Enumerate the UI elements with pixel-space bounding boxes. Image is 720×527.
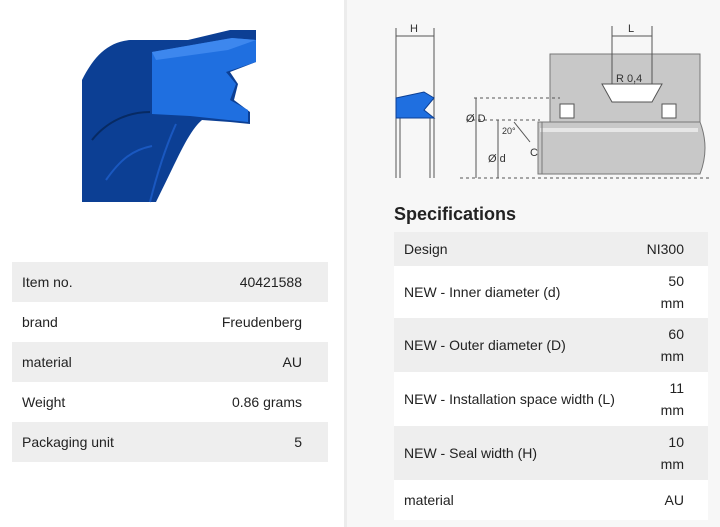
spec-label: NEW - Installation space width (L) xyxy=(394,372,634,426)
row-label: Weight xyxy=(22,394,66,410)
spec-value-unit: mm xyxy=(660,348,684,364)
table-row: material AU xyxy=(12,342,328,382)
spec-label: NEW - Seal width (H) xyxy=(394,426,634,480)
row-label: Packaging unit xyxy=(12,422,167,462)
table-row: NEW - Seal width (H) 10 mm xyxy=(394,426,708,480)
spec-value: 50 mm xyxy=(633,266,708,318)
spec-value-number: 10 xyxy=(668,434,684,450)
spec-value: AU xyxy=(633,480,708,520)
row-label: Item no. xyxy=(12,262,167,302)
row-label: brand xyxy=(22,314,58,330)
row-value: AU xyxy=(167,342,328,382)
spec-value-number: 11 xyxy=(669,380,684,396)
seal-inner-edge xyxy=(149,123,177,203)
table-row: Design NI300 xyxy=(394,232,708,266)
spec-value-number: NI300 xyxy=(646,241,684,257)
drawing-label-chamfer: C xyxy=(530,147,538,159)
housing-recess-2 xyxy=(661,103,677,119)
seal-cross-section xyxy=(152,38,256,122)
seal-highlight xyxy=(152,38,256,60)
product-image[interactable] xyxy=(80,20,260,205)
spec-label: material xyxy=(394,480,634,520)
spec-value-number: AU xyxy=(664,492,684,508)
table-row: brand Freudenberg xyxy=(12,302,328,342)
specifications-heading: Specifications xyxy=(394,204,517,224)
shaft xyxy=(537,121,706,175)
spec-label: Design xyxy=(394,232,634,266)
seal-groove xyxy=(91,111,151,141)
row-value: 40421588 xyxy=(167,262,328,302)
spec-value: 11 mm xyxy=(633,372,708,426)
spec-value-number: 50 xyxy=(668,273,684,289)
seal-lip-line xyxy=(105,145,153,181)
table-row: NEW - Outer diameter (D) 60 mm xyxy=(394,318,708,372)
row-label: material xyxy=(12,342,167,382)
spec-value-unit: mm xyxy=(660,295,684,311)
drawing-label-H: H xyxy=(410,23,418,35)
product-details-table: Item no. 40421588 brand Freudenberg mate… xyxy=(12,262,328,462)
specifications-table: Design NI300 NEW - Inner diameter (d) 50… xyxy=(394,232,708,520)
table-row: NEW - Installation space width (L) 11 mm xyxy=(394,372,708,426)
groove-length-dimension xyxy=(611,26,653,84)
table-row: Weight 0.86 grams xyxy=(12,382,328,422)
drawing-label-radius: R 0,4 xyxy=(616,73,642,85)
technical-drawing[interactable]: H L R 0,4 Ø D 20° Ø d C xyxy=(390,18,720,183)
seal-groove xyxy=(601,83,663,103)
diameter-dimension-lines xyxy=(475,98,531,178)
drawing-label-angle: 20° xyxy=(502,126,516,136)
column-divider xyxy=(344,0,347,527)
spec-label: NEW - Outer diameter (D) xyxy=(394,318,634,372)
table-row: Item no. 40421588 xyxy=(12,262,328,302)
drawing-label-outer-diameter: Ø D xyxy=(466,113,486,125)
diameter-guides xyxy=(460,97,710,179)
row-value: Freudenberg xyxy=(221,314,302,330)
spec-value-number: 60 xyxy=(668,326,684,342)
drawing-label-L: L xyxy=(628,23,634,35)
seal-profile xyxy=(395,91,436,119)
table-row: Packaging unit 5 xyxy=(12,422,328,462)
spec-value: NI300 xyxy=(633,232,708,266)
housing-recess xyxy=(559,103,575,119)
drawing-label-inner-diameter: Ø d xyxy=(488,153,506,165)
row-value: 0.86 grams xyxy=(231,394,302,410)
spec-value-unit: mm xyxy=(660,456,684,472)
spec-value: 60 mm xyxy=(633,318,708,372)
table-row: material AU xyxy=(394,480,708,520)
row-value: 5 xyxy=(167,422,328,462)
spec-value-unit: mm xyxy=(660,402,684,418)
spec-value: 10 mm xyxy=(633,426,708,480)
spec-label: NEW - Inner diameter (d) xyxy=(394,266,634,318)
table-row: NEW - Inner diameter (d) 50 mm xyxy=(394,266,708,318)
